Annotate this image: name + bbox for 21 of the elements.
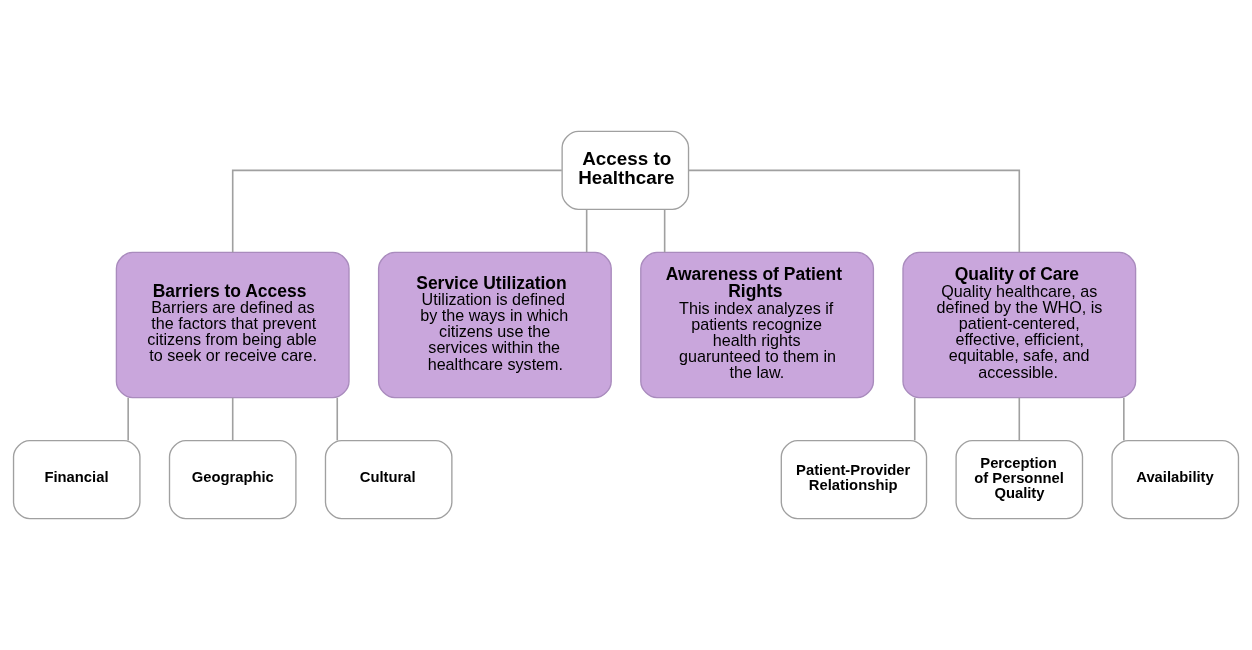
connector <box>913 396 916 442</box>
node-box: Patient-Provider Relationship <box>780 439 928 520</box>
node-box: Perception of Personnel Quality <box>955 439 1084 520</box>
node-box: Service Utilization Utilization is defined by the ways in which citizens use the services within the healthcare system. <box>377 251 612 399</box>
connector <box>1018 396 1021 442</box>
node-box: Availability <box>1111 439 1240 520</box>
connector <box>231 396 234 442</box>
connector <box>687 169 1021 254</box>
connector <box>585 208 588 254</box>
node-box: Access to Healthcare <box>561 130 690 211</box>
node-box: Financial <box>12 439 141 520</box>
connector <box>1123 396 1125 442</box>
connector <box>127 396 129 442</box>
node-box: Geographic <box>168 439 297 520</box>
connector <box>663 208 666 254</box>
connector <box>231 169 563 254</box>
node-box: Barriers to Access Barriers are defined as the factors that prevent citizens from being able to seek or receive care. <box>115 251 350 399</box>
node-box: Cultural <box>324 439 453 520</box>
connector <box>336 396 339 442</box>
node-box: Awareness of Patient Rights This index analyzes if patients recognize health rights guarunteed to them in the law. <box>640 251 875 399</box>
node-box: Quality of Care Quality healthcare, as defined by the WHO, is patient-centered, effective, efficient, equitable, safe, and accessible. <box>902 251 1137 399</box>
